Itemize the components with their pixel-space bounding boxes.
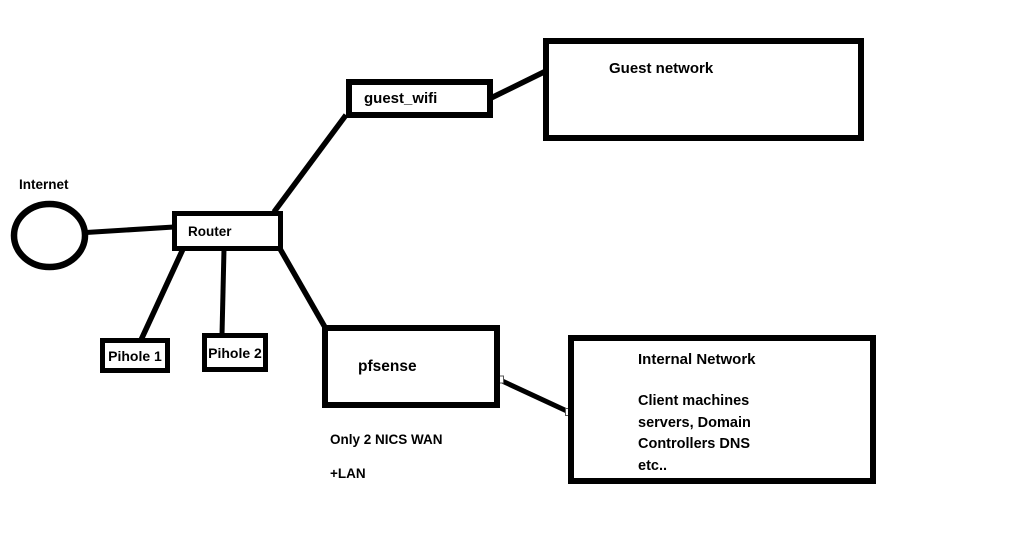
edge-pfsense-internal-network	[498, 377, 571, 415]
node-internal-network-title: Internal Network	[638, 351, 756, 368]
internet-cloud-ellipse	[10, 200, 89, 271]
internet-label: Internet	[19, 177, 69, 192]
node-guest-network: Guest network	[543, 38, 864, 141]
edge-router-pfsense	[276, 245, 329, 331]
node-pihole-2-label: Pihole 2	[208, 344, 262, 361]
node-guest-network-label: Guest network	[609, 60, 714, 77]
node-pihole-1-label: Pihole 1	[108, 347, 162, 364]
edge-internet-router	[85, 224, 175, 235]
internal-network-body-line-1: Client machines	[638, 393, 750, 409]
node-router: Router	[172, 211, 283, 251]
node-guest-wifi: guest_wifi	[346, 79, 493, 118]
internal-network-body-line-4: etc..	[638, 457, 668, 474]
pfsense-caption-line-2: +LAN	[330, 466, 366, 481]
internal-network-body-line-2: servers, Domain	[638, 414, 751, 431]
internal-network-body-line-3: Controllers DNS	[638, 436, 750, 452]
pfsense-caption: Only 2 NICS WAN +LAN	[330, 414, 443, 499]
pfsense-caption-line-1: Only 2 NICS WAN	[330, 432, 443, 447]
edge-router-pihole-1	[138, 247, 186, 342]
edge-router-pihole-2	[219, 248, 227, 336]
node-router-label: Router	[188, 223, 232, 239]
edge-router-guest-wifi	[271, 113, 349, 214]
node-internal-network: Internal Network Client machines servers…	[568, 335, 876, 484]
node-pihole-2: Pihole 2	[202, 333, 268, 372]
node-pihole-1: Pihole 1	[100, 338, 170, 373]
edge-guest-wifi-guest-network	[489, 68, 548, 101]
node-guest-wifi-label: guest_wifi	[364, 90, 438, 107]
node-pfsense: pfsense	[322, 325, 500, 408]
node-pfsense-label: pfsense	[358, 357, 417, 375]
